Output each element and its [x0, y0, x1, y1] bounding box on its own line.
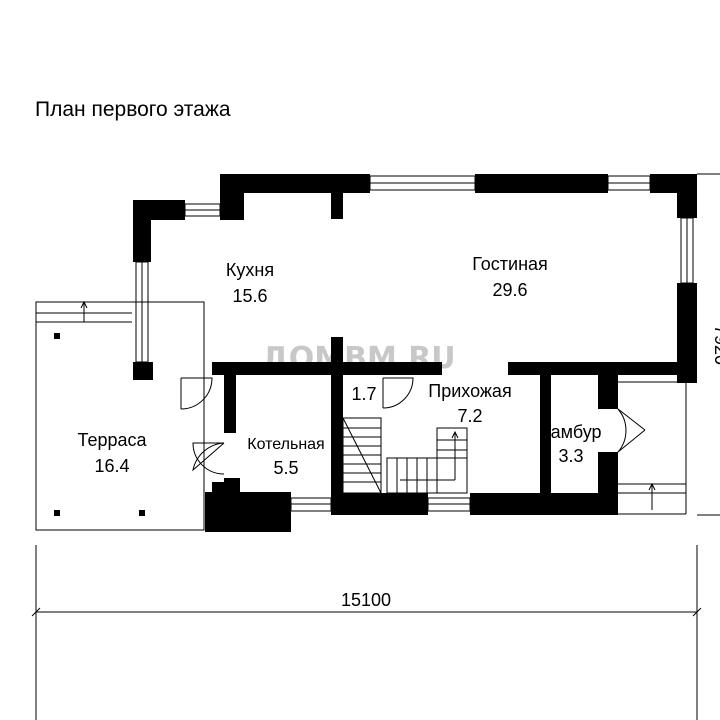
- dimension-width: 15100: [341, 590, 391, 610]
- terrace-column: [54, 333, 60, 339]
- room-area: 5.5: [273, 458, 298, 478]
- entrance-porch: [618, 381, 687, 515]
- room-name: Терраса: [77, 430, 147, 450]
- room-name: Гостиная: [472, 254, 548, 274]
- door-kitchen-terrace: [180, 377, 213, 410]
- room-area: 7.2: [457, 406, 482, 426]
- terrace-column: [139, 510, 145, 516]
- room-area: 15.6: [232, 286, 267, 306]
- door-vestibule: [617, 408, 627, 453]
- plan-title: План первого этажа: [35, 98, 231, 121]
- terrace: [35, 300, 205, 531]
- room-area: 16.4: [94, 456, 129, 476]
- dimension-depth: 7920: [711, 325, 720, 365]
- walls: [133, 174, 697, 532]
- room-area: 29.6: [492, 280, 527, 300]
- room-labels: Кухня 15.6 Гостиная 29.6 1.7 Прихожая 7.…: [77, 254, 601, 478]
- staircase: [342, 417, 468, 494]
- door-boiler-room: [192, 442, 225, 475]
- doors: [180, 377, 646, 475]
- room-area: 3.3: [558, 446, 583, 466]
- room-name: Прихожая: [428, 381, 511, 401]
- room-name: Котельная: [247, 436, 324, 453]
- dimension-lines: [31, 173, 720, 720]
- room-name: Тамбур: [540, 422, 601, 442]
- windows: [135, 175, 694, 512]
- terrace-column: [54, 510, 60, 516]
- room-name: Кухня: [226, 260, 274, 280]
- door-closet: [382, 377, 414, 409]
- room-area: 1.7: [351, 384, 376, 404]
